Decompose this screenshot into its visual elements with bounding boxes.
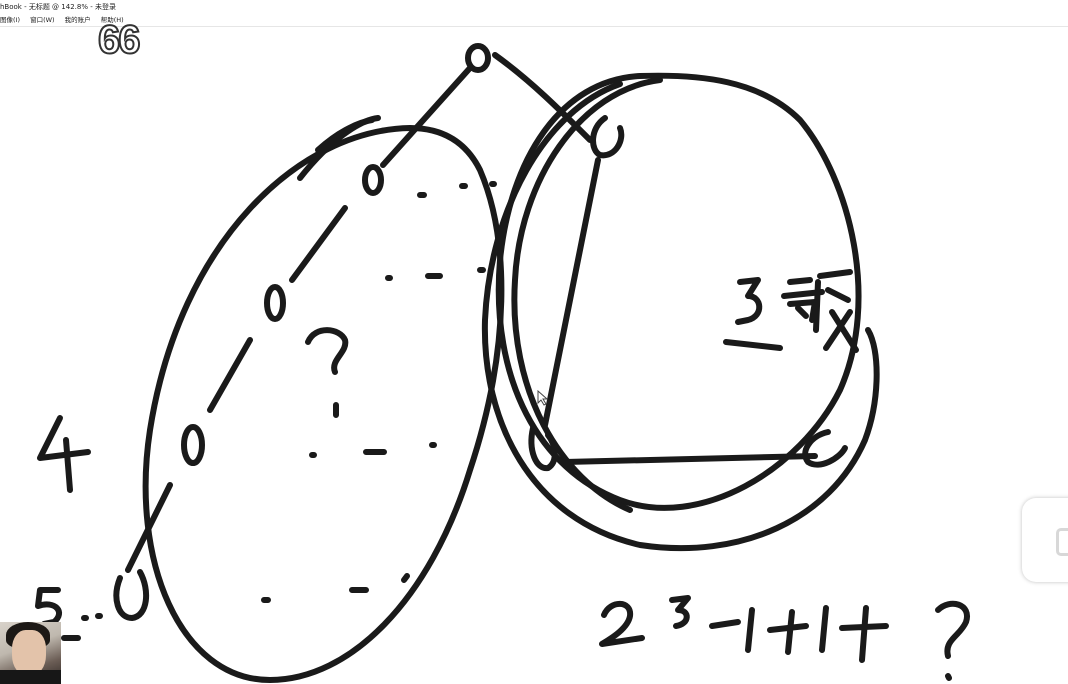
menu-item-account[interactable]: 我的账户 bbox=[64, 16, 91, 24]
window-title: hBook - 无标题 @ 142.8% - 未登录 bbox=[0, 0, 1068, 14]
label-three bbox=[735, 277, 763, 325]
node-left-1 bbox=[362, 164, 384, 196]
menu-item-image[interactable]: 图像(I) bbox=[0, 16, 20, 24]
label-four bbox=[37, 415, 91, 493]
formula-exp-three bbox=[669, 595, 691, 629]
label-height-gao bbox=[781, 277, 825, 323]
floating-tv-widget[interactable] bbox=[1022, 498, 1068, 582]
formula-one-b bbox=[819, 605, 829, 653]
label-height-du bbox=[813, 269, 859, 353]
right-subtree-circle-2 bbox=[511, 77, 663, 513]
node-right-bottom-right bbox=[802, 429, 848, 468]
menu-bar: 图像(I) 窗口(W) 我的账户 帮助(H) bbox=[0, 14, 1068, 27]
label-three-underline bbox=[723, 339, 783, 351]
node-left-3 bbox=[181, 424, 205, 466]
page-number-badge: 66 bbox=[97, 17, 141, 63]
dots-5 bbox=[81, 613, 103, 621]
dots-1 bbox=[417, 181, 497, 198]
left-subtree-ellipse bbox=[142, 125, 505, 683]
dots-2 bbox=[385, 267, 486, 281]
node-right-top bbox=[590, 115, 625, 159]
webcam-face bbox=[12, 630, 46, 676]
node-left-2 bbox=[264, 284, 286, 322]
node-left-4 bbox=[113, 569, 150, 621]
question-mark-left bbox=[305, 327, 349, 418]
formula-one-a bbox=[745, 607, 755, 653]
node-root bbox=[465, 43, 491, 73]
arc-stroke-2 bbox=[315, 117, 375, 153]
edge-left3-left4 bbox=[125, 482, 173, 573]
tv-icon bbox=[1056, 528, 1068, 556]
formula-plus-2 bbox=[839, 605, 889, 663]
edge-root-right bbox=[492, 52, 593, 143]
webcam-overlay bbox=[0, 622, 61, 684]
right-subtree-circle-3 bbox=[481, 81, 880, 552]
menu-item-help[interactable]: 帮助(H) bbox=[100, 16, 124, 24]
label-five bbox=[35, 587, 62, 627]
edge-left1-left2 bbox=[289, 205, 348, 283]
dots-3 bbox=[309, 442, 437, 458]
edge-right-bottom bbox=[562, 453, 818, 465]
edge-right-top-bottom bbox=[542, 157, 601, 428]
webcam-shirt bbox=[0, 670, 61, 684]
formula-plus-1 bbox=[767, 609, 809, 655]
node-right-bottom-left bbox=[528, 425, 558, 472]
menu-item-window[interactable]: 窗口(W) bbox=[30, 16, 55, 24]
formula-two bbox=[599, 600, 645, 647]
mouse-cursor-icon bbox=[537, 390, 549, 406]
dots-4 bbox=[261, 573, 410, 603]
edge-root-left1 bbox=[380, 65, 473, 168]
formula-minus bbox=[709, 619, 741, 629]
edge-left2-left3 bbox=[207, 337, 253, 413]
formula-question bbox=[935, 600, 970, 681]
